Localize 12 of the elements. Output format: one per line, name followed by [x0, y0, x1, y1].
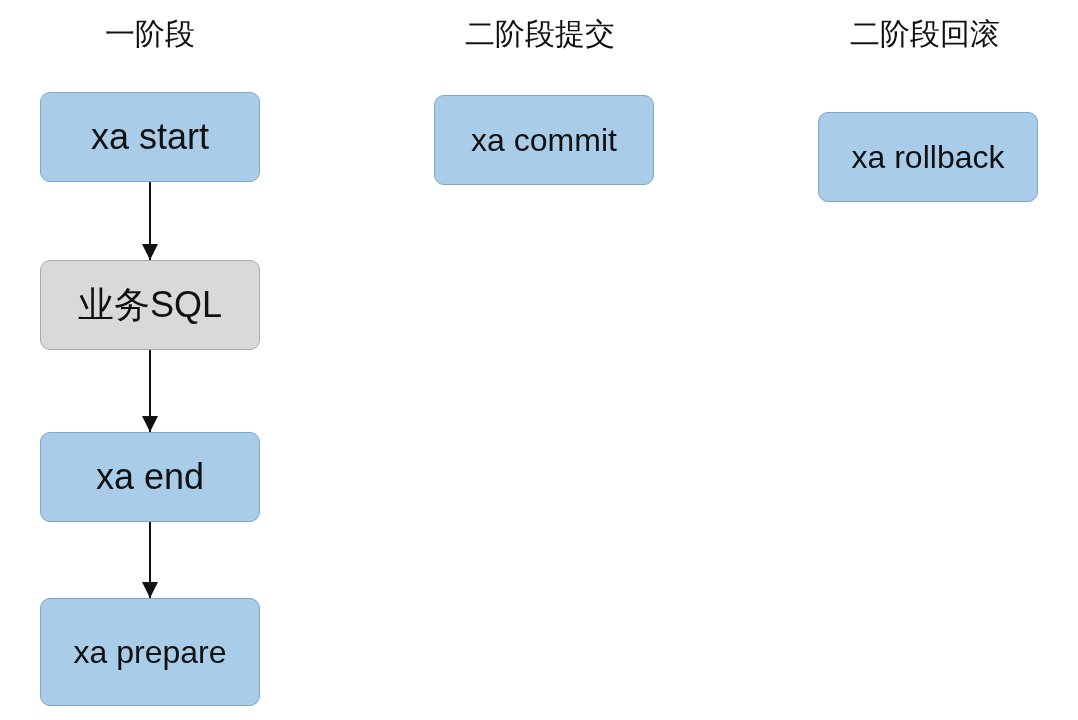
arrow: [142, 521, 158, 599]
process-box: xa start: [40, 92, 260, 182]
process-box: xa rollback: [818, 112, 1038, 202]
process-box: xa commit: [434, 95, 654, 185]
arrow: [142, 349, 158, 433]
stage-heading: 二阶段提交: [465, 16, 615, 52]
stage-heading: 一阶段: [105, 16, 195, 52]
process-box: xa prepare: [40, 598, 260, 706]
process-box: 业务SQL: [40, 260, 260, 350]
arrow: [142, 181, 158, 261]
stage-heading: 二阶段回滚: [850, 16, 1000, 52]
process-box: xa end: [40, 432, 260, 522]
